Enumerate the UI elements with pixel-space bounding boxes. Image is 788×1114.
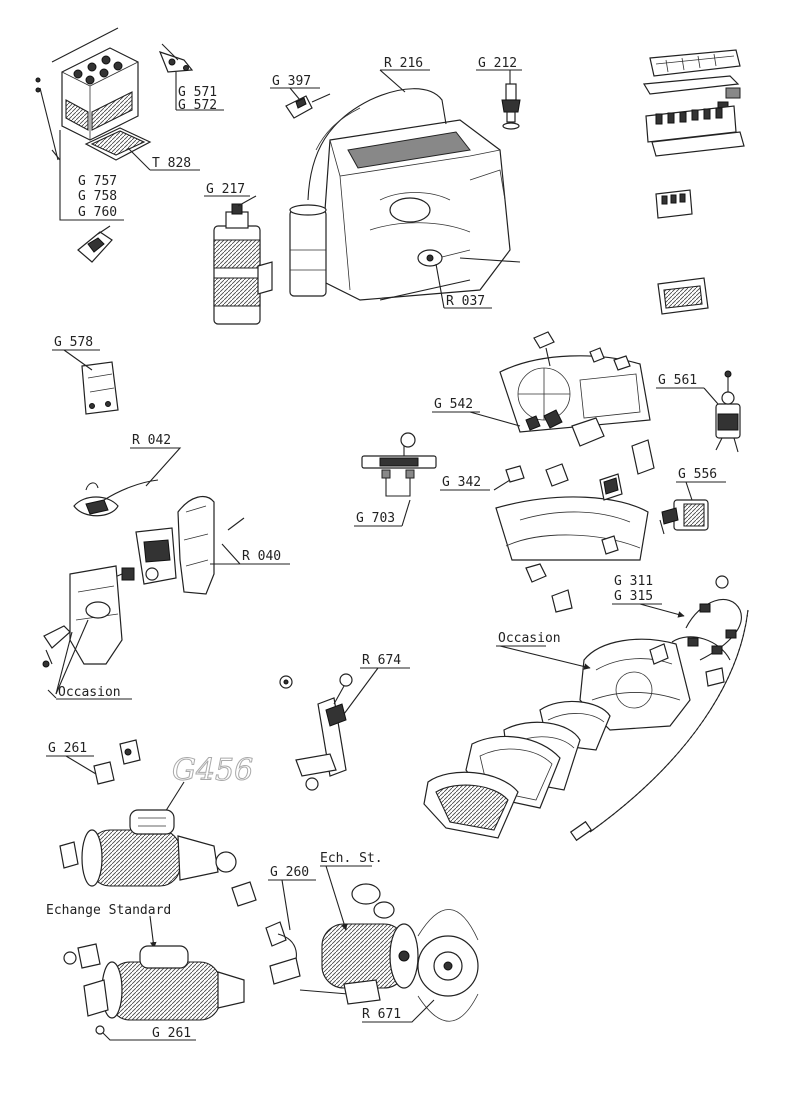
- label-g261-bottom: G 261: [152, 1026, 191, 1041]
- label-g757: G 757: [78, 174, 117, 189]
- dashboard-group: [432, 331, 742, 687]
- starter-motor-upper-icon: [89, 829, 181, 887]
- label-g212: G 212: [478, 56, 517, 71]
- spark-plug-icon: [501, 83, 521, 130]
- battery-strap: [51, 27, 119, 63]
- label-g578: G 578: [54, 335, 93, 350]
- label-g703: G 703: [356, 511, 395, 526]
- engine-group: [270, 69, 522, 309]
- label-g572: G 572: [178, 98, 217, 113]
- dashboard-upper-icon: [499, 355, 651, 433]
- dashboard-lower-icon: [495, 496, 649, 561]
- switch-g703-group: [354, 432, 437, 527]
- starter-motor-lower-icon: [109, 961, 221, 1021]
- battery-cable-icon: [39, 87, 59, 161]
- ignition-switch-icon: [715, 370, 741, 453]
- label-g342: G 342: [442, 475, 481, 490]
- label-g758: G 758: [78, 189, 117, 204]
- instrument-housing-icon: [579, 638, 691, 731]
- label-r671: R 671: [362, 1007, 401, 1022]
- label-g556: G 556: [678, 467, 717, 482]
- ignition-key-icon: [339, 673, 353, 687]
- label-g571: G 571: [178, 85, 217, 100]
- battery-group: [35, 27, 224, 263]
- fuse-box-group: [642, 49, 745, 315]
- instrument-cluster-group: [423, 609, 749, 842]
- distributor-cover-icon: [177, 495, 215, 595]
- label-r674: R 674: [362, 653, 401, 668]
- label-g760: G 760: [78, 205, 117, 220]
- distributor-parts-group: [42, 447, 290, 699]
- engine-coil-icon: [289, 209, 327, 297]
- ignition-coil-group: [204, 195, 273, 325]
- steering-lock-icon: [317, 697, 347, 777]
- label-r040: R 040: [242, 549, 281, 564]
- fuse-block-small-icon: [655, 189, 693, 219]
- label-g217: G 217: [206, 182, 245, 197]
- fuse-box-top-icon: [649, 49, 741, 77]
- label-g542: G 542: [434, 397, 473, 412]
- label-g315: G 315: [614, 589, 653, 604]
- starter-upper-group: [46, 739, 257, 949]
- starter-solenoid-icon: [129, 809, 175, 835]
- dynamo-terminal-icon: [265, 921, 287, 947]
- label-g261-top: G 261: [48, 741, 87, 756]
- label-t828: T 828: [152, 156, 191, 171]
- label-g311: G 311: [614, 574, 653, 589]
- label-ech-st: Ech. St.: [320, 851, 383, 866]
- label-r216: R 216: [384, 56, 423, 71]
- regulator-group: [52, 349, 119, 415]
- voltage-regulator-icon: [81, 361, 119, 415]
- label-g561: G 561: [658, 373, 697, 388]
- starter-lower-group: [63, 943, 245, 1041]
- rocker-switch-icon: [631, 439, 655, 475]
- label-g397: G 397: [272, 74, 311, 89]
- label-occasion-left: Occasion: [58, 685, 121, 700]
- handwritten-annotation: G456: [172, 753, 253, 788]
- ht-lead-icon: [307, 88, 447, 201]
- label-echange-standard: Echange Standard: [46, 903, 171, 918]
- steering-lock-group: [279, 667, 410, 791]
- label-r037: R 037: [446, 294, 485, 309]
- wiring-harness-icon: [671, 575, 742, 687]
- light-switch-icon: [659, 499, 709, 535]
- plug-cap-icon: [285, 93, 331, 119]
- label-occasion-right: Occasion: [498, 631, 561, 646]
- dynamo-group: [265, 865, 479, 1023]
- label-g260: G 260: [270, 865, 309, 880]
- label-r042: R 042: [132, 433, 171, 448]
